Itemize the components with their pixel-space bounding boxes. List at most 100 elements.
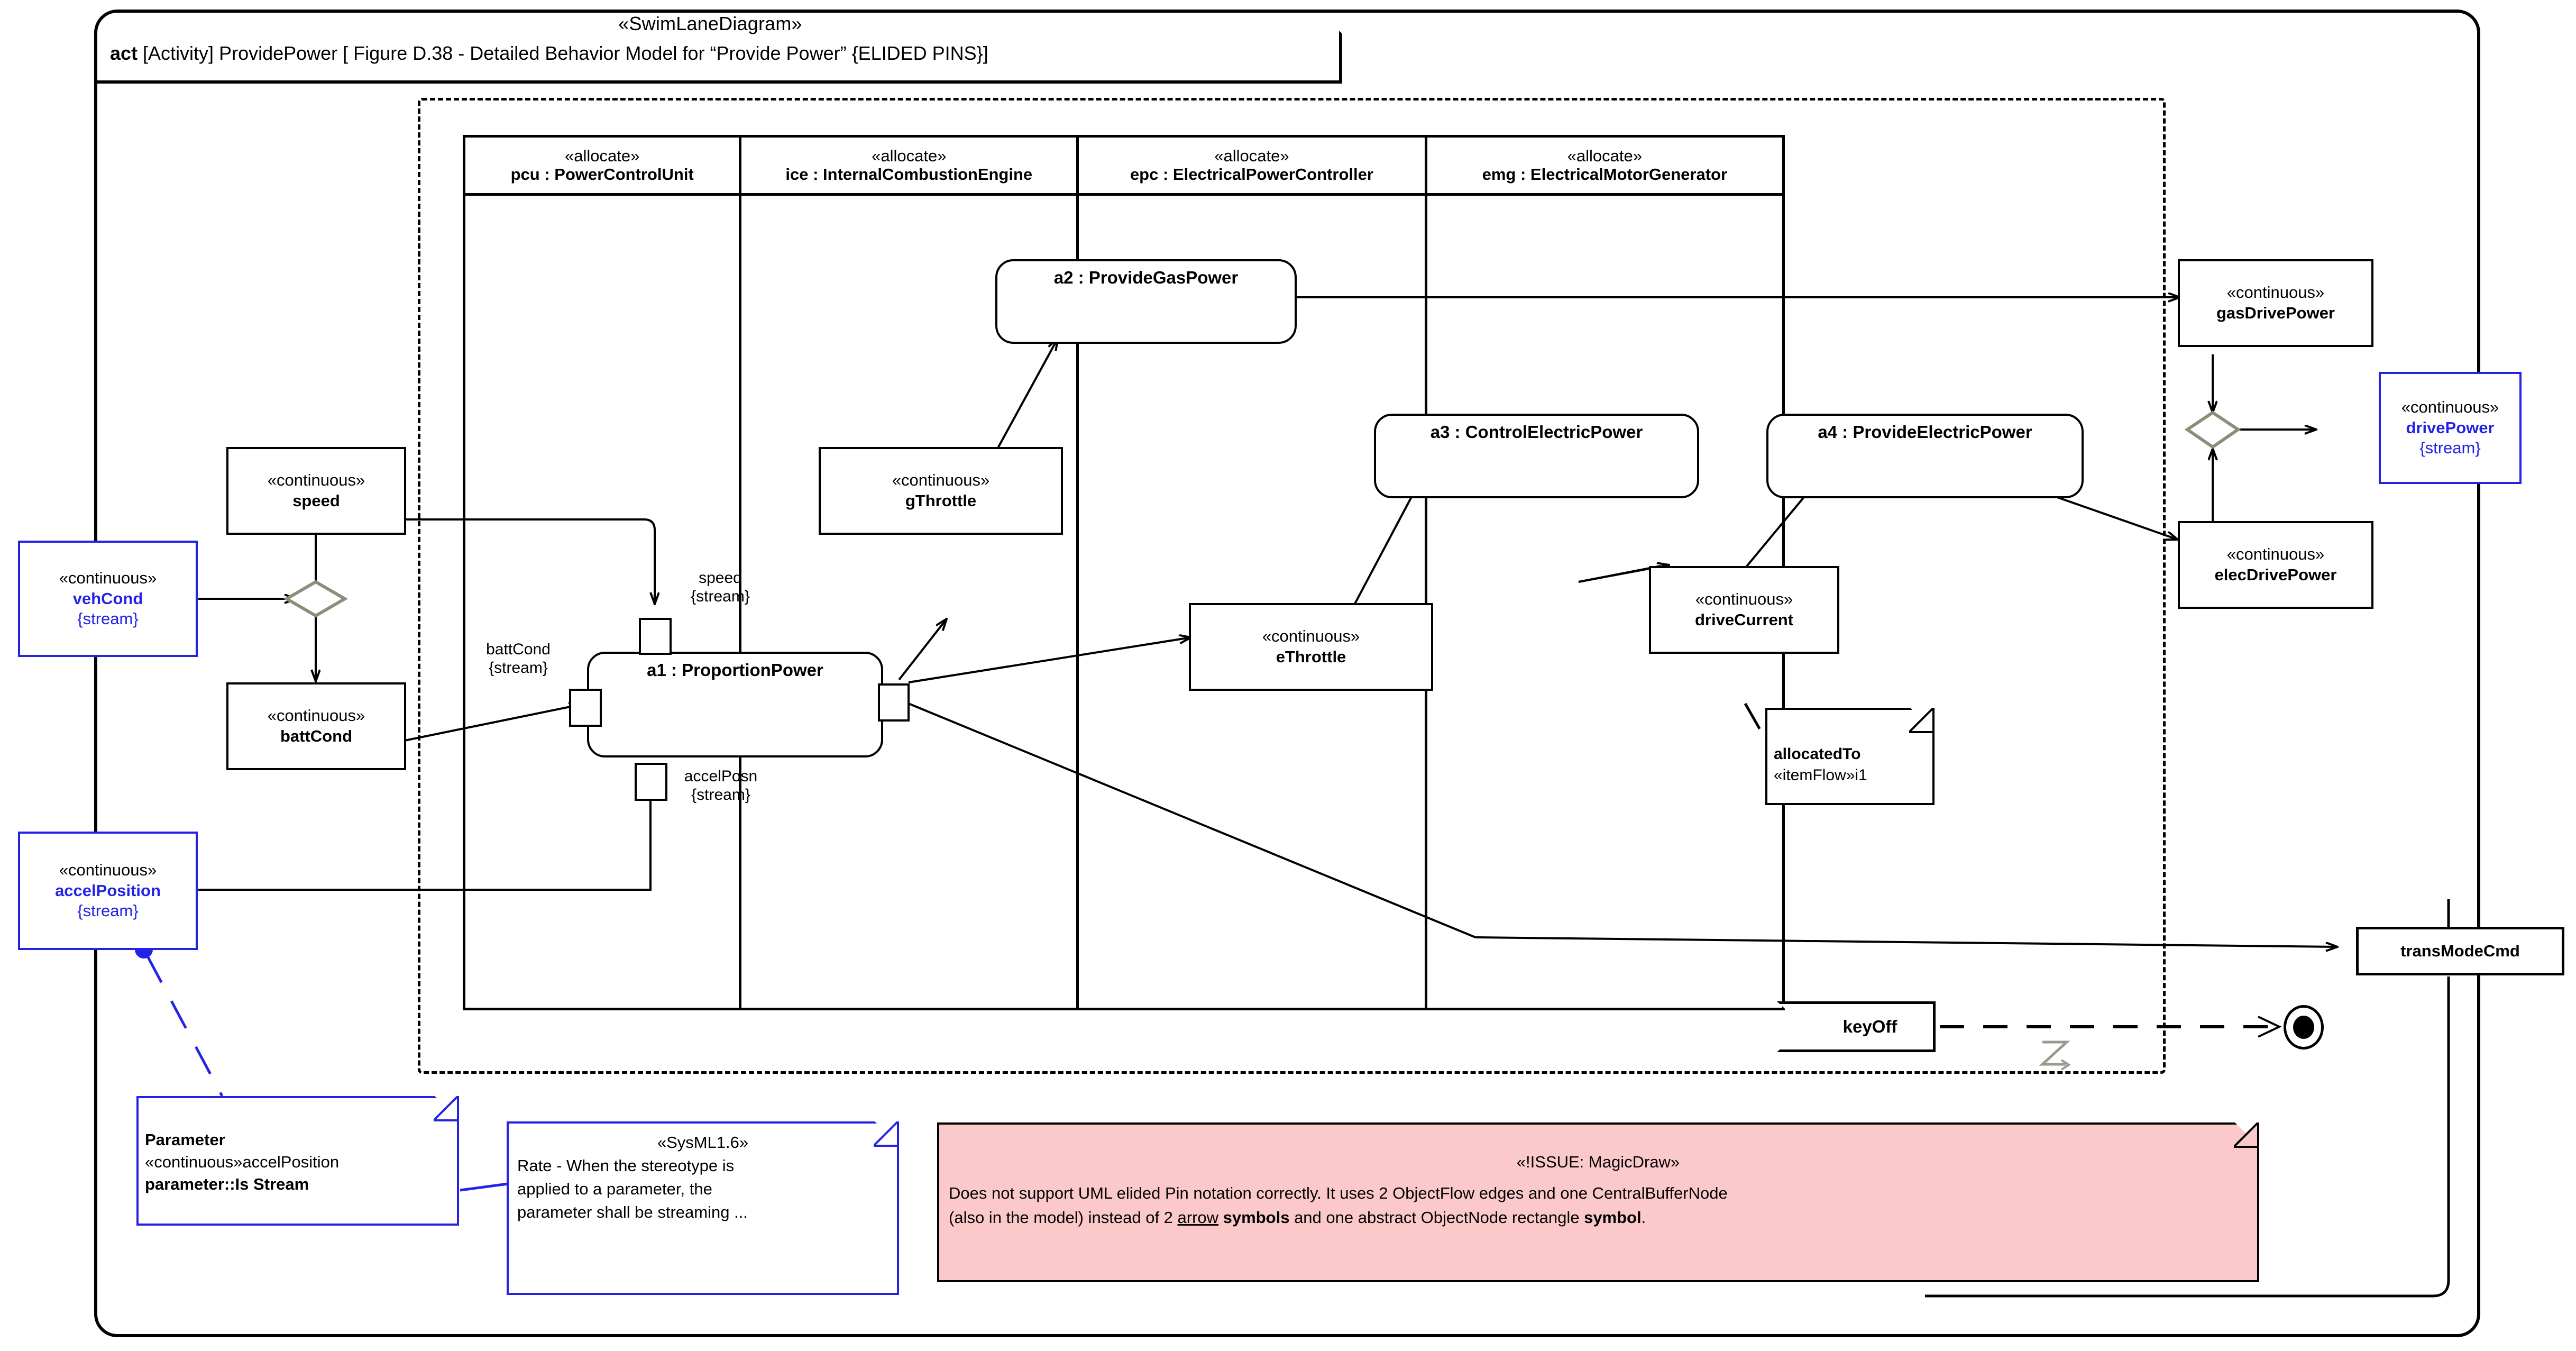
- object-node-stereotype: «continuous»: [59, 861, 157, 880]
- object-node-drivecurrent[interactable]: «continuous» driveCurrent: [1649, 566, 1839, 654]
- frame-keyword: act: [110, 42, 138, 64]
- edge-label-accelposn: accelPosn {stream}: [660, 767, 782, 805]
- object-node-vehcond[interactable]: «continuous» vehCond {stream}: [18, 541, 198, 657]
- object-node-property: {stream}: [2419, 439, 2481, 458]
- swimlane-header-ice: «allocate» ice : InternalCombustionEngin…: [741, 138, 1077, 196]
- swimlane-name: ice : InternalCombustionEngine: [785, 165, 1033, 184]
- merge-node-left[interactable]: [283, 580, 348, 618]
- edge-label-speed-name: speed: [699, 569, 742, 587]
- action-label: a3 : ControlElectricPower: [1430, 422, 1643, 442]
- object-node-drivepower[interactable]: «continuous» drivePower {stream}: [2379, 372, 2522, 484]
- object-node-name: transModeCmd: [2400, 941, 2520, 960]
- swimlane-ice[interactable]: «allocate» ice : InternalCombustionEngin…: [741, 138, 1079, 1008]
- action-a3[interactable]: a3 : ControlElectricPower: [1374, 414, 1699, 498]
- swimlane-epc[interactable]: «allocate» epc : ElectricalPowerControll…: [1079, 138, 1427, 1008]
- issue-line-2: (also in the model) instead of 2 arrow s…: [949, 1206, 2248, 1230]
- note-shape: [1765, 708, 1935, 805]
- swimlane-emg[interactable]: «allocate» emg : ElectricalMotorGenerato…: [1427, 138, 1782, 1008]
- output-pin-a1[interactable]: [878, 683, 910, 722]
- object-node-name: gThrottle: [905, 491, 977, 510]
- note-line-3: parameter::Is Stream: [145, 1174, 309, 1193]
- swimlane-pcu[interactable]: «allocate» pcu : PowerControlUnit: [465, 138, 742, 1008]
- frame-title-text: [Activity] ProvidePower [ Figure D.38 - …: [143, 42, 988, 64]
- object-node-name: accelPosition: [55, 881, 161, 900]
- object-node-name: eThrottle: [1276, 647, 1346, 666]
- object-node-property: {stream}: [77, 901, 139, 920]
- action-a1[interactable]: a1 : ProportionPower: [587, 652, 883, 757]
- object-node-transmodecmd[interactable]: transModeCmd: [2356, 927, 2564, 975]
- object-node-stereotype: «continuous»: [2401, 398, 2499, 417]
- edge-label-accelposn-name: accelPosn: [684, 768, 758, 785]
- note-allocated-to[interactable]: allocatedTo «itemFlow»i1: [1765, 708, 1935, 805]
- object-node-stereotype: «continuous»: [2226, 283, 2325, 302]
- input-pin-battcond[interactable]: [569, 689, 602, 727]
- object-node-accelposition[interactable]: «continuous» accelPosition {stream}: [18, 832, 198, 950]
- swimlane-stereotype: «allocate»: [872, 146, 947, 165]
- object-node-name: vehCond: [72, 589, 143, 608]
- note-parameter[interactable]: Parameter «continuous»accelPosition para…: [136, 1096, 459, 1226]
- final-node-dot: [2293, 1016, 2314, 1039]
- swimlane-name: pcu : PowerControlUnit: [510, 165, 694, 184]
- issue-l2-b: [1218, 1208, 1223, 1227]
- object-node-stereotype: «continuous»: [267, 706, 365, 725]
- note-shape: [507, 1121, 899, 1295]
- input-pin-speed[interactable]: [639, 618, 672, 655]
- swimlane-header-emg: «allocate» emg : ElectricalMotorGenerato…: [1427, 138, 1782, 196]
- issue-l2-bold2: symbol: [1584, 1208, 1642, 1227]
- object-node-stereotype: «continuous»: [1262, 627, 1360, 646]
- issue-l2-d: .: [1641, 1208, 1646, 1227]
- issue-l2-bold: symbols: [1223, 1208, 1290, 1227]
- signal-label: keyOff: [1842, 1017, 1897, 1036]
- activity-final-node[interactable]: [2284, 1005, 2324, 1049]
- object-node-stereotype: «continuous»: [892, 471, 990, 490]
- object-node-name: driveCurrent: [1694, 610, 1794, 629]
- note-text: «!ISSUE: MagicDraw» Does not support UML…: [937, 1122, 2259, 1282]
- action-a2[interactable]: a2 : ProvideGasPower: [995, 259, 1297, 344]
- note-text: Parameter «continuous»accelPosition para…: [136, 1096, 459, 1226]
- note-line-1: Parameter: [145, 1130, 225, 1149]
- object-node-battcond[interactable]: «continuous» battCond: [226, 682, 406, 770]
- note-shape: [136, 1096, 459, 1226]
- object-node-elecdrivepower[interactable]: «continuous» elecDrivePower: [2178, 521, 2373, 609]
- object-node-speed[interactable]: «continuous» speed: [226, 447, 406, 535]
- edge-label-speed-rate: {stream}: [691, 588, 750, 606]
- note-line-1: allocatedTo: [1774, 745, 1861, 763]
- object-node-ethrottle[interactable]: «continuous» eThrottle: [1189, 603, 1433, 691]
- edge-label-battcond: battCond {stream}: [460, 640, 576, 678]
- note-issue-magicdraw[interactable]: «!ISSUE: MagicDraw» Does not support UML…: [937, 1122, 2259, 1282]
- frame-header-shape: [94, 10, 1342, 84]
- activity-partition-boundary: [418, 98, 2166, 1074]
- note-shape: [937, 1122, 2259, 1282]
- object-node-stereotype: «continuous»: [1695, 590, 1793, 609]
- object-node-name: battCond: [280, 727, 353, 745]
- note-line-4: parameter shall be streaming ...: [517, 1203, 748, 1222]
- note-line-2: Rate - When the stereotype is: [517, 1156, 735, 1175]
- signal-shape: [1777, 1001, 1936, 1052]
- note-line-3: applied to a parameter, the: [517, 1180, 712, 1199]
- action-label: a1 : ProportionPower: [647, 660, 823, 680]
- edge-label-battcond-rate: {stream}: [489, 659, 548, 677]
- object-node-name: elecDrivePower: [2214, 565, 2337, 584]
- object-node-stereotype: «continuous»: [267, 471, 365, 490]
- action-label: a2 : ProvideGasPower: [1053, 268, 1239, 287]
- note-fold-icon: [1909, 708, 1935, 733]
- edge-label-battcond-name: battCond: [486, 641, 551, 658]
- object-node-name: speed: [292, 491, 340, 510]
- note-fold-icon: [874, 1121, 899, 1147]
- swimlane-stereotype: «allocate»: [1214, 146, 1289, 165]
- object-node-name: gasDrivePower: [2216, 304, 2335, 322]
- swimlane-stereotype: «allocate»: [1567, 146, 1642, 165]
- edge-label-accelposn-rate: {stream}: [691, 786, 750, 804]
- swimlane-stereotype: «allocate»: [565, 146, 640, 165]
- object-node-gasdrivepower[interactable]: «continuous» gasDrivePower: [2178, 259, 2373, 347]
- note-sysml[interactable]: «SysML1.6» Rate - When the stereotype is…: [507, 1121, 899, 1295]
- note-text: «SysML1.6» Rate - When the stereotype is…: [507, 1121, 899, 1295]
- swimlane-header-epc: «allocate» epc : ElectricalPowerControll…: [1079, 138, 1425, 196]
- merge-node-right[interactable]: [2184, 410, 2241, 449]
- object-node-gthrottle[interactable]: «continuous» gThrottle: [819, 447, 1063, 535]
- action-a4[interactable]: a4 : ProvideElectricPower: [1766, 414, 2084, 498]
- accept-signal-keyoff[interactable]: keyOff: [1777, 1001, 1936, 1052]
- diagram-frame-header: «SwimLaneDiagram» act [Activity] Provide…: [94, 10, 1342, 84]
- issue-l2-c: and one abstract ObjectNode rectangle: [1289, 1208, 1584, 1227]
- note-line-2: «itemFlow»i1: [1774, 766, 1867, 784]
